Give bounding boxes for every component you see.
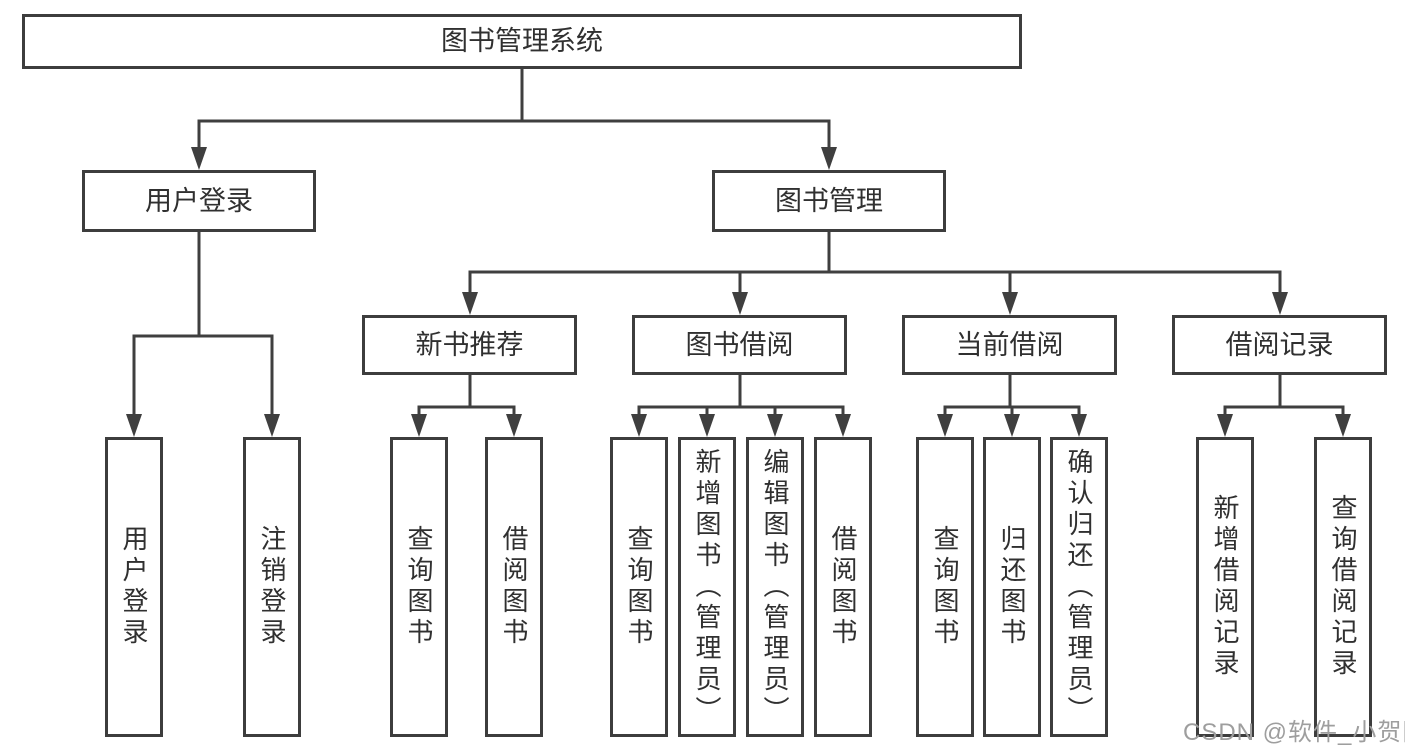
leaf-query-books-recommend-label: 查询图书 xyxy=(404,525,434,649)
node-borrow-records: 借阅记录 xyxy=(1172,315,1387,375)
leaf-query-borrow-record: 查询借阅记录 xyxy=(1314,437,1372,737)
node-book-management: 图书管理 xyxy=(712,170,946,232)
connector-current-borrow-to-leaves xyxy=(937,375,1087,437)
leaf-add-book-admin: 新增图书（管理员） xyxy=(678,437,736,737)
leaf-add-book-admin-label: 新增图书（管理员） xyxy=(692,447,722,727)
leaf-query-borrow-record-label: 查询借阅记录 xyxy=(1328,494,1358,680)
leaf-logout: 注销登录 xyxy=(243,437,301,737)
leaf-query-books-borrow: 查询图书 xyxy=(610,437,668,737)
connector-book-management-to-level3 xyxy=(462,232,1288,315)
leaf-add-borrow-record-label: 新增借阅记录 xyxy=(1210,494,1240,680)
connector-user-login-to-leaves xyxy=(126,232,280,437)
node-user-login: 用户登录 xyxy=(82,170,316,232)
node-book-borrow: 图书借阅 xyxy=(632,315,847,375)
leaf-edit-book-admin: 编辑图书（管理员） xyxy=(746,437,804,737)
leaf-borrow-books-label: 借阅图书 xyxy=(828,525,858,649)
leaf-confirm-return-admin: 确认归还（管理员） xyxy=(1050,437,1108,737)
node-new-book-recommend: 新书推荐 xyxy=(362,315,577,375)
leaf-edit-book-admin-label: 编辑图书（管理员） xyxy=(760,447,790,727)
leaf-query-books-current: 查询图书 xyxy=(916,437,974,737)
leaf-add-borrow-record: 新增借阅记录 xyxy=(1196,437,1254,737)
leaf-borrow-books: 借阅图书 xyxy=(814,437,872,737)
node-current-borrow: 当前借阅 xyxy=(902,315,1117,375)
leaf-query-books-recommend: 查询图书 xyxy=(390,437,448,737)
leaf-borrow-books-recommend: 借阅图书 xyxy=(485,437,543,737)
leaf-return-book-label: 归还图书 xyxy=(997,525,1027,649)
leaf-query-books-borrow-label: 查询图书 xyxy=(624,525,654,649)
leaf-user-login: 用户登录 xyxy=(105,437,163,737)
leaf-logout-label: 注销登录 xyxy=(257,525,287,649)
connector-root-to-level2 xyxy=(191,69,837,170)
node-root-system: 图书管理系统 xyxy=(22,14,1022,69)
leaf-confirm-return-admin-label: 确认归还（管理员） xyxy=(1064,447,1094,727)
leaf-borrow-books-recommend-label: 借阅图书 xyxy=(499,525,529,649)
connector-book-borrow-to-leaves xyxy=(631,375,851,437)
csdn-watermark: CSDN @软件_小贺同学 xyxy=(1183,719,1405,746)
leaf-user-login-label: 用户登录 xyxy=(119,525,149,649)
leaf-return-book: 归还图书 xyxy=(983,437,1041,737)
connector-borrow-records-to-leaves xyxy=(1217,375,1351,437)
leaf-query-books-current-label: 查询图书 xyxy=(930,525,960,649)
connector-new-book-to-leaves xyxy=(411,375,522,437)
